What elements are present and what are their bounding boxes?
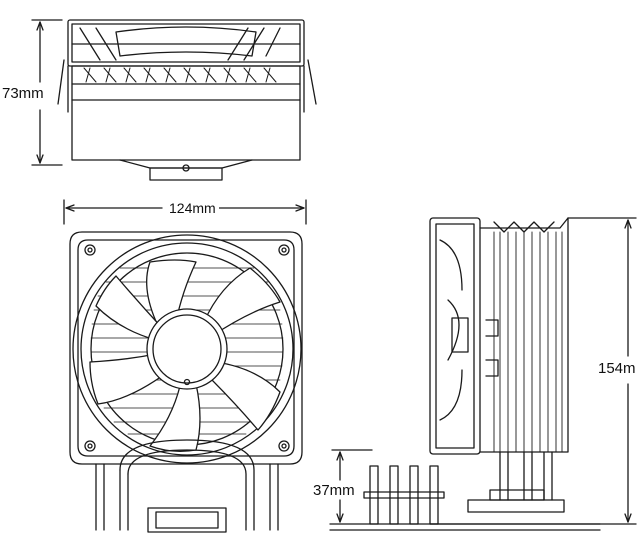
dimension-124mm xyxy=(64,200,306,224)
top-view xyxy=(32,20,316,180)
dimension-label-124mm: 124mm xyxy=(166,201,219,215)
ram-modules xyxy=(364,466,444,524)
dimension-37mm xyxy=(332,450,372,522)
side-view xyxy=(330,218,636,530)
dimension-label-154m: 154m xyxy=(598,360,636,377)
dimension-label-37mm: 37mm xyxy=(313,482,355,499)
fan-blades xyxy=(90,260,280,451)
dimension-label-73mm: 73mm xyxy=(2,85,44,102)
fan-screws xyxy=(85,245,289,451)
front-view xyxy=(64,200,306,532)
dimension-73mm xyxy=(32,20,62,165)
